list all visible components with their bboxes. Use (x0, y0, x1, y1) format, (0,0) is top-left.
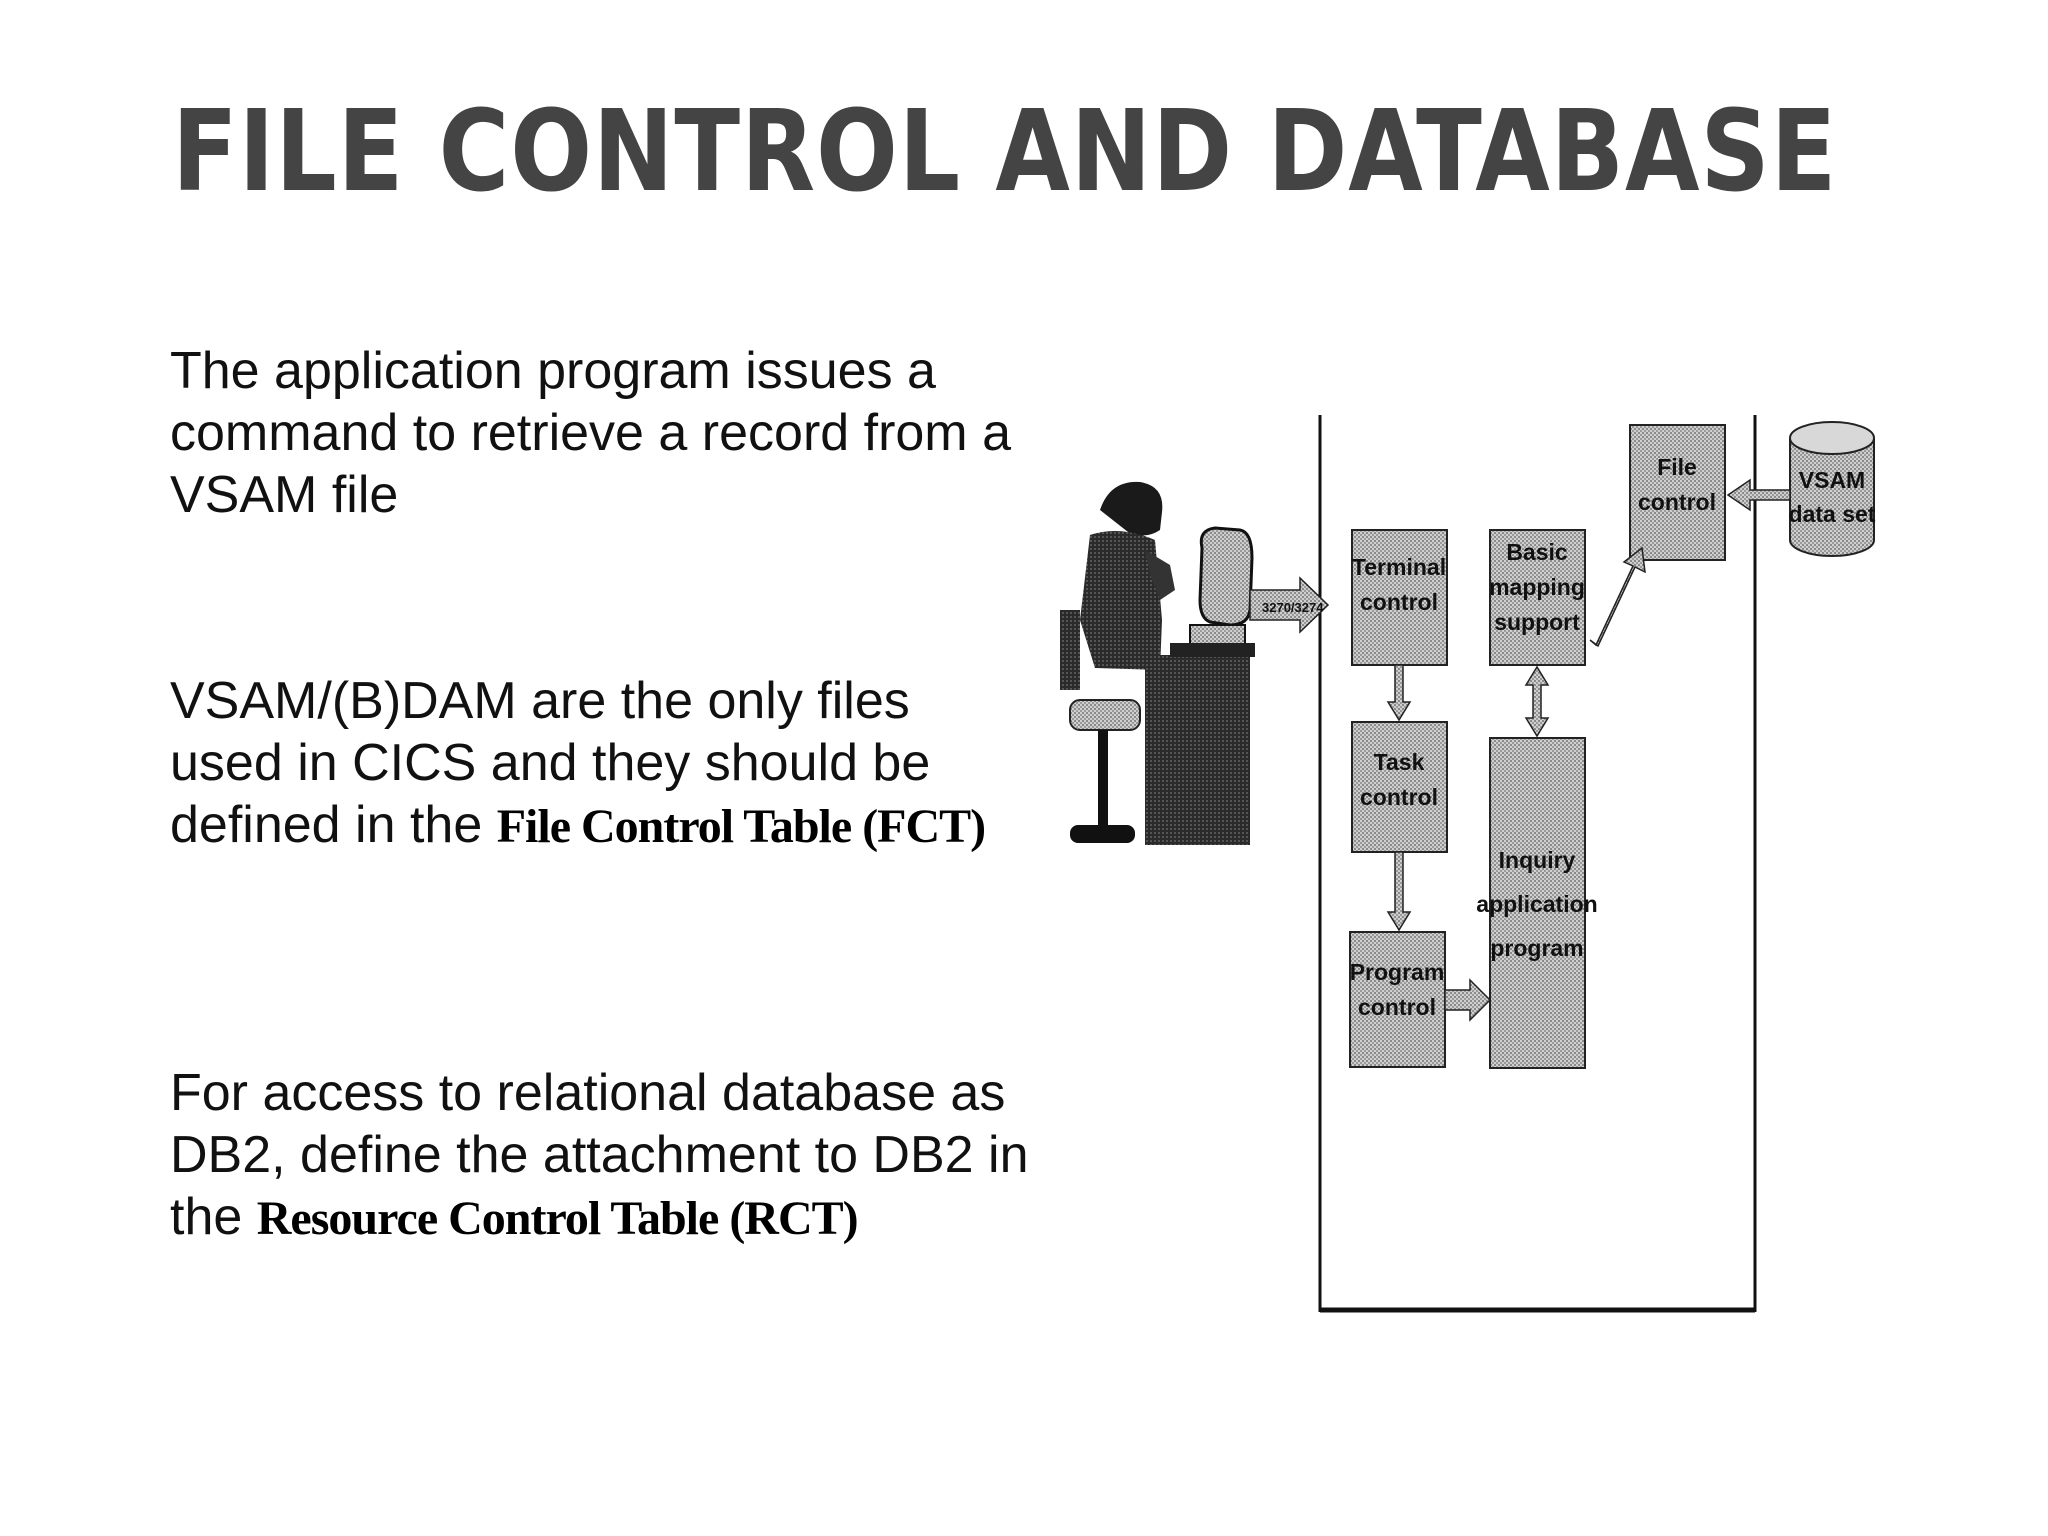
network-arrow: 3270/3274 (1249, 576, 1330, 634)
file-control-block: File control (1629, 424, 1726, 561)
bms-label-1: Basic (1506, 539, 1568, 565)
paragraph-fct-text: VSAM/(B)DAM are the only files used in C… (170, 672, 931, 854)
cics-diagram: 3270/3274 Terminal control Task control … (1060, 415, 1876, 1313)
terminal-control-label-2: control (1360, 589, 1438, 615)
terminal-control-block: Terminal control (1351, 529, 1448, 666)
bms-label-2: mapping (1489, 574, 1585, 600)
program-control-label-2: control (1358, 994, 1436, 1020)
connector-arrows (1386, 478, 1791, 1022)
paragraph-vsam-retrieve: The application program issues a command… (170, 342, 1011, 524)
program-control-block: Program control (1349, 931, 1446, 1068)
fct-highlight: File Control Table (FCT) (496, 800, 986, 853)
inquiry-program-block: Inquiry application program (1476, 737, 1598, 1069)
file-control-label-2: control (1638, 489, 1716, 515)
paragraph-rct-text: For access to relational database as DB2… (170, 1064, 1029, 1246)
vsam-label-2: data set (1789, 501, 1876, 527)
task-control-block: Task control (1351, 721, 1448, 853)
task-control-label-1: Task (1374, 749, 1425, 775)
inquiry-label-1: Inquiry (1499, 847, 1576, 873)
terminal-control-label-1: Terminal (1352, 554, 1446, 580)
vsam-dataset-icon: VSAM data set (1789, 421, 1876, 557)
vsam-label-1: VSAM (1799, 467, 1865, 493)
task-control-label-2: control (1360, 784, 1438, 810)
inquiry-label-3: program (1490, 935, 1583, 961)
paragraph-rct: For access to relational database as DB2… (170, 1062, 1030, 1250)
slide-title: FILE CONTROL AND DATABASE (172, 87, 1838, 217)
user-at-terminal-icon (1060, 481, 1255, 845)
bms-block: Basic mapping support (1489, 529, 1586, 666)
rct-highlight: Resource Control Table (RCT) (256, 1192, 859, 1245)
inquiry-label-2: application (1476, 891, 1597, 917)
bms-label-3: support (1494, 609, 1580, 635)
network-label: 3270/3274 (1262, 600, 1324, 615)
cics-region-frame (1318, 415, 1757, 1313)
file-control-label-1: File (1657, 454, 1697, 480)
program-control-label-1: Program (1350, 959, 1445, 985)
paragraph-fct: VSAM/(B)DAM are the only files used in C… (170, 670, 1030, 858)
